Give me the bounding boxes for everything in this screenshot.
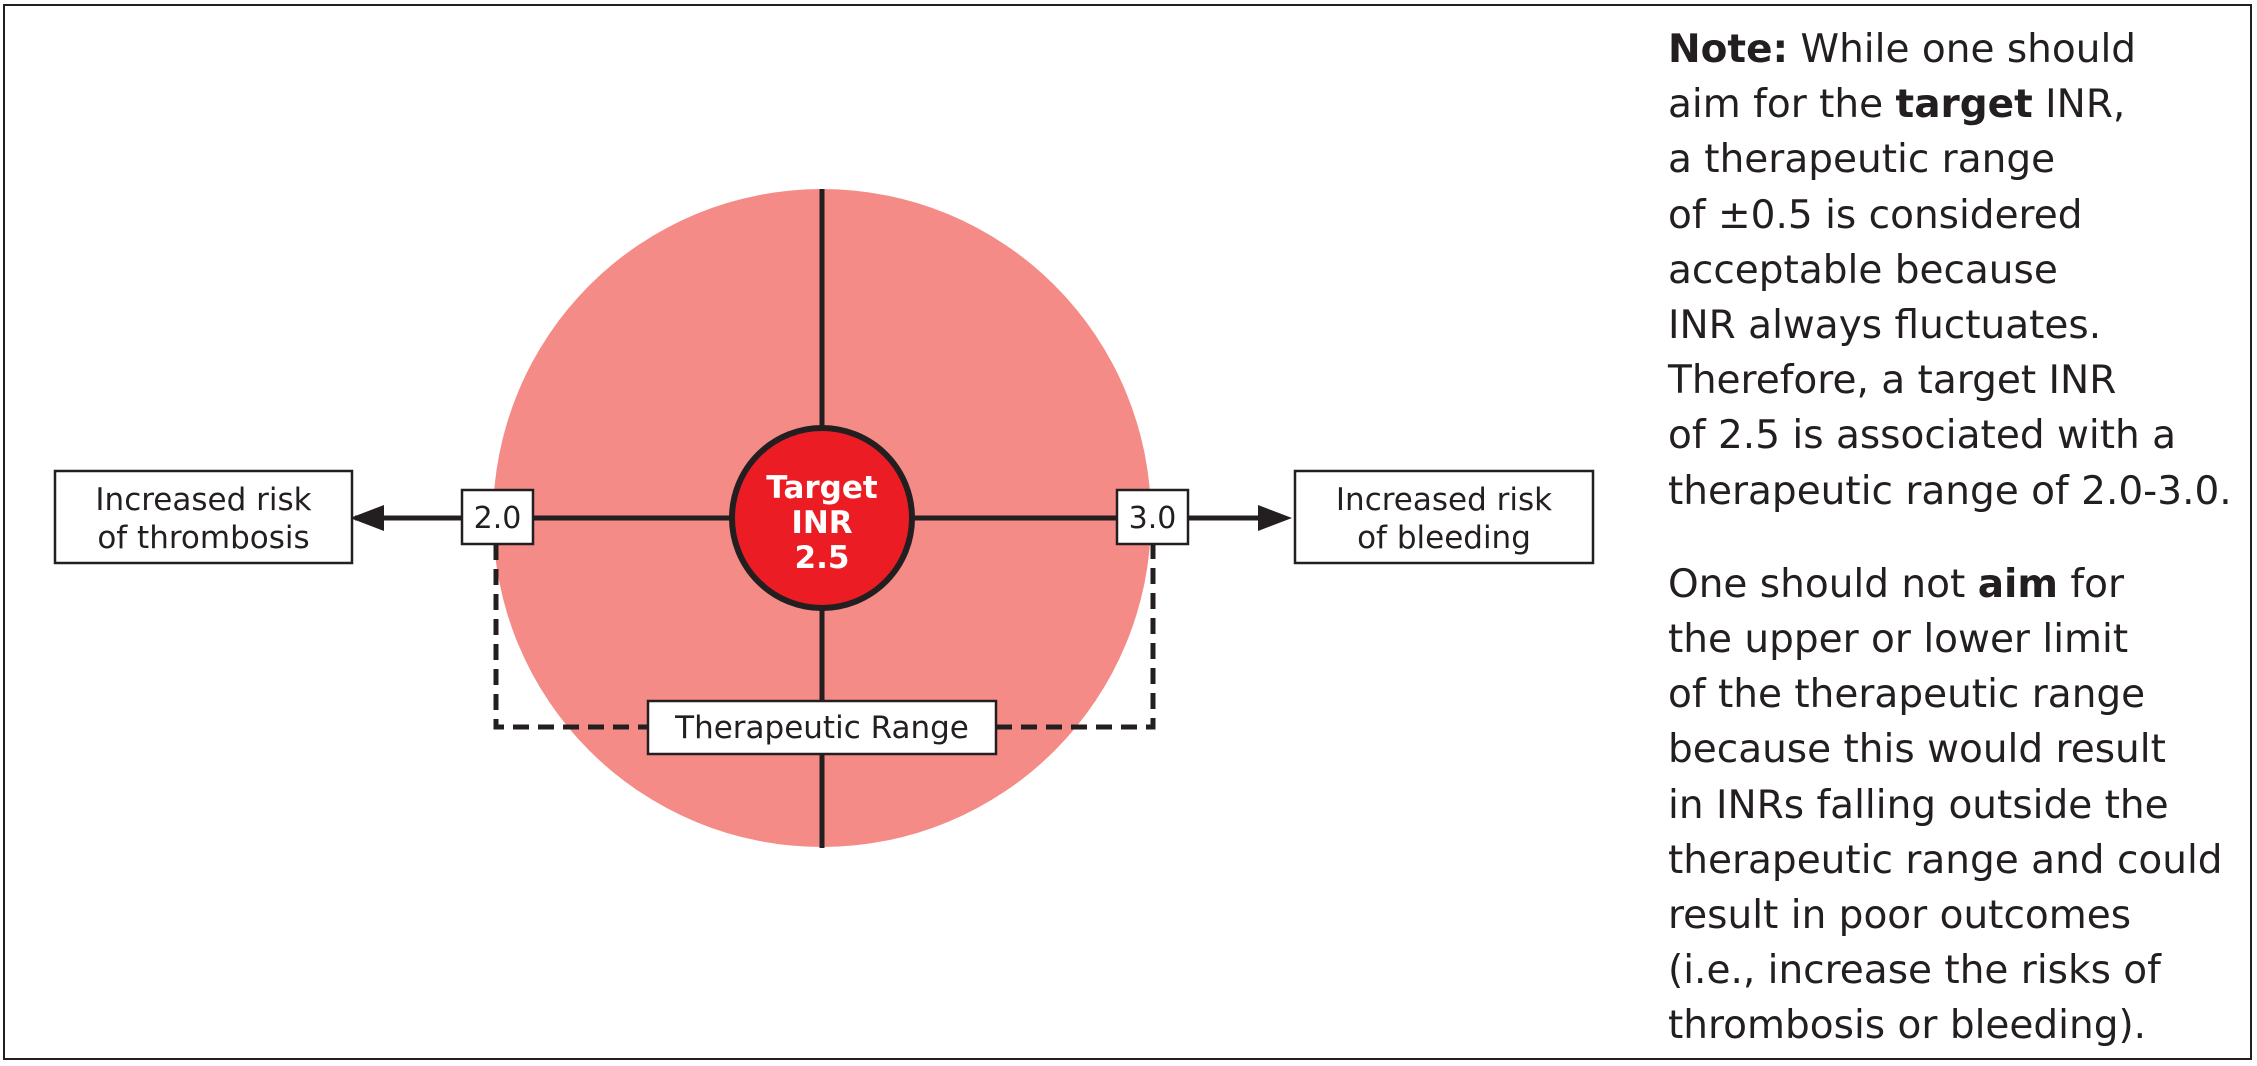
upper-limit-box xyxy=(1115,488,1190,546)
paragraph-gap xyxy=(1668,519,2248,557)
note-p2-line2: the upper or lower limit xyxy=(1668,617,2129,663)
target-inr-circle xyxy=(729,425,915,611)
note-p1-line2: aim for the target INR, xyxy=(1668,77,2248,132)
target-value: 2.5 xyxy=(795,540,850,576)
figure-border xyxy=(3,4,2252,1060)
note-p2-line7: result in poor outcomes xyxy=(1668,893,2132,939)
note-p2-line8: (i.e., increase the risks of xyxy=(1668,948,2161,994)
note-p1-line3: a therapeutic range xyxy=(1668,137,2056,183)
note-p2-line3: of the therapeutic range xyxy=(1668,672,2146,718)
thrombosis-risk-box xyxy=(53,469,354,565)
bleeding-risk-box xyxy=(1293,469,1595,565)
bleeding-risk-line1: Increased risk xyxy=(1336,482,1552,518)
bleeding-arrowhead xyxy=(1258,505,1292,531)
note-p1-line1: Note: While one should xyxy=(1668,22,2248,77)
note-p1-line9: therapeutic range of 2.0-3.0. xyxy=(1668,468,2232,514)
note-p2-line6: therapeutic range and could xyxy=(1668,837,2223,883)
note-p1-line8: of 2.5 is associated with a xyxy=(1668,413,2177,459)
note-p2-line4: because this would result xyxy=(1668,727,2166,773)
thrombosis-risk-line2: of thrombosis xyxy=(97,520,309,556)
thrombosis-risk-line1: Increased risk xyxy=(95,482,311,518)
target-label-line1: Target xyxy=(766,470,878,506)
bleeding-risk-line2: of bleeding xyxy=(1357,520,1531,556)
note-emphasis-aim: aim xyxy=(1977,561,2059,607)
note-p2-line1-post: for xyxy=(2058,561,2125,607)
note-p2-line5: in INRs falling outside the xyxy=(1668,782,2169,828)
note-p2-line9: thrombosis or bleeding). xyxy=(1668,1003,2147,1049)
note-p1-line2-post: INR, xyxy=(2032,82,2126,128)
note-p1-line2-pre: aim for the xyxy=(1668,82,1896,128)
note-panel: Note: While one should aim for the targe… xyxy=(1668,22,2248,1054)
note-p1-line1-text: While one should xyxy=(1788,27,2137,72)
upper-limit-value: 3.0 xyxy=(1129,501,1177,536)
thrombosis-arrowhead xyxy=(350,505,384,531)
note-p2-line1-pre: One should not xyxy=(1668,561,1978,607)
lower-limit-value: 2.0 xyxy=(474,501,522,536)
lower-limit-box xyxy=(460,488,535,546)
note-p1-line7: Therefore, a target INR xyxy=(1668,358,2117,404)
inr-target-diagram: Target INR 2.5 2.0 3.0 Increased risk of… xyxy=(53,189,1595,848)
therapeutic-range-box xyxy=(646,699,998,756)
target-label-line2: INR xyxy=(791,505,852,541)
note-p1-line4: of ±0.5 is considered xyxy=(1668,192,2083,238)
note-p1-line6: INR always fluctuates. xyxy=(1668,303,2102,349)
range-bracket-right xyxy=(996,544,1156,730)
range-bracket-left xyxy=(493,544,648,730)
note-p1-line5: acceptable because xyxy=(1668,247,2058,293)
note-emphasis-target: target xyxy=(1895,82,2033,128)
note-label: Note: xyxy=(1668,27,1789,72)
note-p2-line1: One should not aim for xyxy=(1668,557,2248,612)
therapeutic-range-label: Therapeutic Range xyxy=(674,710,969,746)
